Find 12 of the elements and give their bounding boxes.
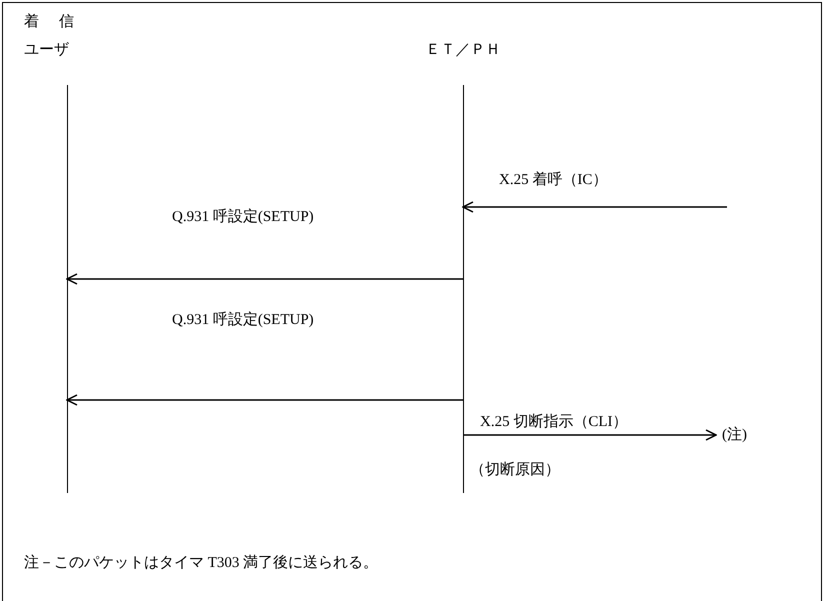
note-mark: (注) [722,425,747,444]
message-arrow [463,429,717,441]
message-arrow [462,201,727,213]
note-text: 注－このパケットはタイマ T303 満了後に送られる。 [24,554,378,572]
message-arrow [66,273,463,285]
edge-label: Q.931 呼設定(SETUP) [170,207,316,226]
cause-text: （切断原因） [470,460,560,479]
lifeline-header: ＥＴ／ＰＨ [424,41,502,59]
edge-label: Q.931 呼設定(SETUP) [170,310,316,329]
lifeline-header: ユーザ [24,41,70,59]
title: 着 信 [24,12,82,31]
message-arrow [66,394,463,406]
